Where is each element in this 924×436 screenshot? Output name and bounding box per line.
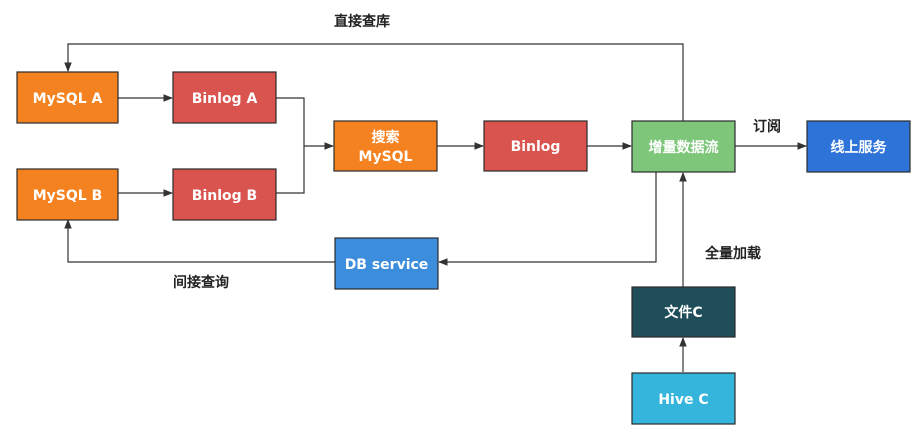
node-file-c-box xyxy=(631,286,736,338)
edges xyxy=(64,43,807,372)
node-mysql-a: MySQL A xyxy=(16,71,119,124)
node-search-mysql-label-line1: 搜索 xyxy=(372,129,400,146)
node-incremental-stream: 增量数据流 xyxy=(631,120,736,173)
node-binlog-b: Binlog B xyxy=(172,168,277,221)
node-incremental-label: 增量数据流 xyxy=(649,139,719,156)
node-hive-c: Hive C xyxy=(631,372,736,425)
node-search-mysql: 搜索 MySQL xyxy=(333,120,438,172)
node-db-service-label: DB service xyxy=(345,257,429,273)
node-hive-c-box xyxy=(631,372,736,425)
edge-incremental-to-db-service xyxy=(438,172,657,266)
node-binlog-box xyxy=(483,120,588,172)
indirect-query-label: 间接查询 xyxy=(173,274,229,291)
node-binlog-a-label: Binlog A xyxy=(192,91,258,107)
node-binlog-a-box xyxy=(172,71,277,124)
node-mysql-b: MySQL B xyxy=(16,168,119,221)
node-mysql-a-label: MySQL A xyxy=(33,91,103,107)
node-db-service-box xyxy=(334,237,439,290)
node-online-box xyxy=(806,120,911,173)
node-search-mysql-box xyxy=(333,120,438,172)
direct-query-label: 直接查库 xyxy=(334,13,390,30)
node-search-mysql-label-line2: MySQL xyxy=(359,149,413,165)
node-incremental-box xyxy=(631,120,736,173)
node-mysql-b-label: MySQL B xyxy=(33,188,103,204)
edge-binlog-b-to-merge xyxy=(276,146,305,194)
node-file-c: 文件C xyxy=(631,286,736,338)
subscribe-label: 订阅 xyxy=(753,118,781,135)
node-online-label: 线上服务 xyxy=(831,139,888,156)
node-db-service: DB service xyxy=(334,237,439,290)
node-binlog-b-box xyxy=(172,168,277,221)
node-mysql-a-box xyxy=(16,71,119,124)
node-binlog-label: Binlog xyxy=(511,139,561,155)
node-hive-c-label: Hive C xyxy=(658,392,708,408)
node-file-c-label: 文件C xyxy=(664,304,702,321)
node-binlog: Binlog xyxy=(483,120,588,172)
full-load-label: 全量加载 xyxy=(704,245,761,262)
node-binlog-b-label: Binlog B xyxy=(192,188,257,204)
node-mysql-b-box xyxy=(16,168,119,221)
edge-direct-query xyxy=(64,43,684,121)
edge-binlog-a-to-merge xyxy=(276,97,305,146)
node-binlog-a: Binlog A xyxy=(172,71,277,124)
node-online-service: 线上服务 xyxy=(806,120,911,173)
edge-indirect-query xyxy=(64,219,335,263)
